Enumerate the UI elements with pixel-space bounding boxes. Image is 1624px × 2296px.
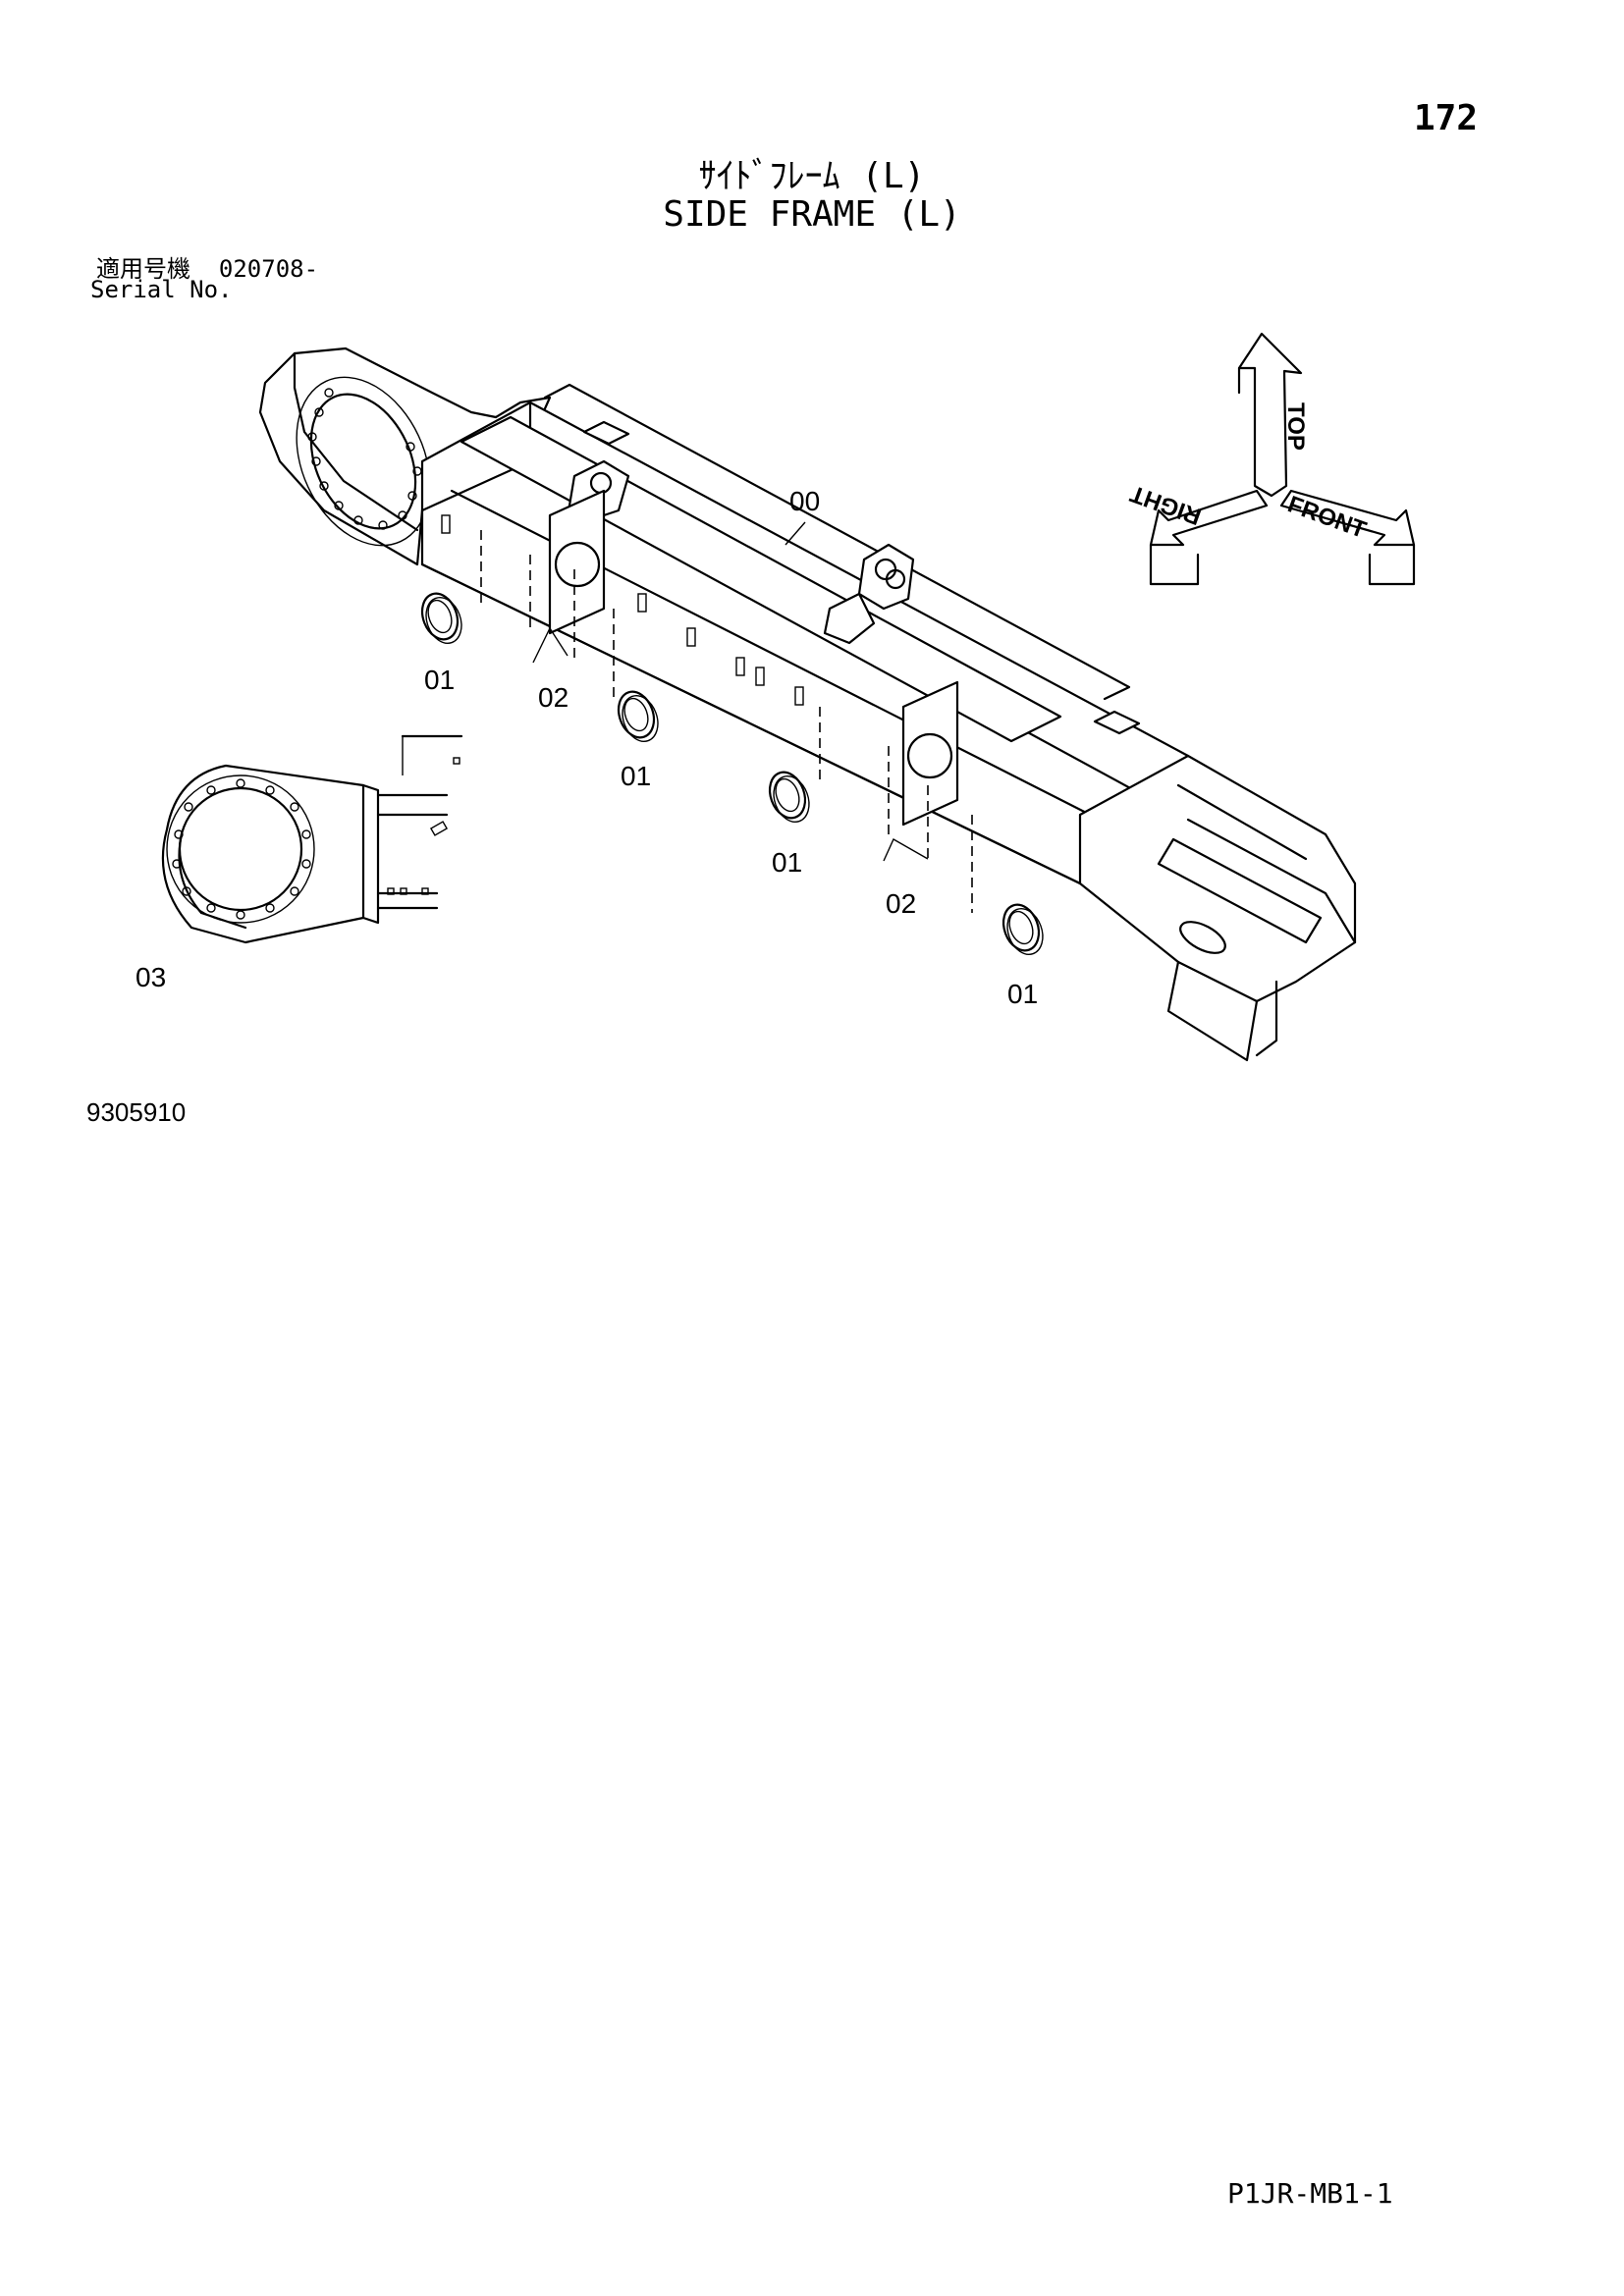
callout-seal-4: 01 — [1007, 979, 1038, 1009]
side-frame-body — [258, 347, 1357, 1062]
callout-detail: 03 — [135, 962, 166, 992]
sprocket-housing-detail — [161, 734, 463, 944]
callout-frame: 00 — [789, 486, 820, 516]
page-number: 172 — [1414, 98, 1479, 138]
orientation-indicator: TOP RIGHT FRONT — [1126, 332, 1416, 586]
orientation-top-label: TOP — [1282, 402, 1309, 451]
callout-seal-2: 01 — [621, 761, 651, 791]
serial-label-english: Serial No. — [90, 276, 233, 303]
roller-seal-3 — [768, 771, 810, 823]
callout-bolt-1: 02 — [538, 682, 568, 713]
callout-seal-1: 01 — [424, 665, 455, 695]
roller-seal-4 — [1001, 903, 1044, 955]
page-title-japanese: ｻｲﾄﾞﾌﾚｰﾑ (L) — [698, 156, 926, 196]
serial-line: 適用号機 020708- — [96, 249, 318, 284]
footer-code: P1JR-MB1-1 — [1227, 2177, 1393, 2210]
detail-bolt-circle — [172, 778, 311, 920]
serial-value: 020708- — [218, 255, 319, 283]
housing-bolt-circle — [307, 388, 422, 530]
roller-seal-1 — [420, 592, 462, 644]
serial-label-japanese: 適用号機 — [96, 255, 190, 283]
orientation-front-label: FRONT — [1284, 491, 1370, 544]
page-title-english: SIDE FRAME (L) — [663, 194, 961, 235]
callout-seal-3: 01 — [772, 847, 802, 878]
drawing-number: 9305910 — [86, 1097, 187, 1127]
assembly-lines — [480, 530, 973, 913]
callout-bolt-2: 02 — [886, 888, 916, 919]
roller-seal-2 — [617, 690, 659, 742]
